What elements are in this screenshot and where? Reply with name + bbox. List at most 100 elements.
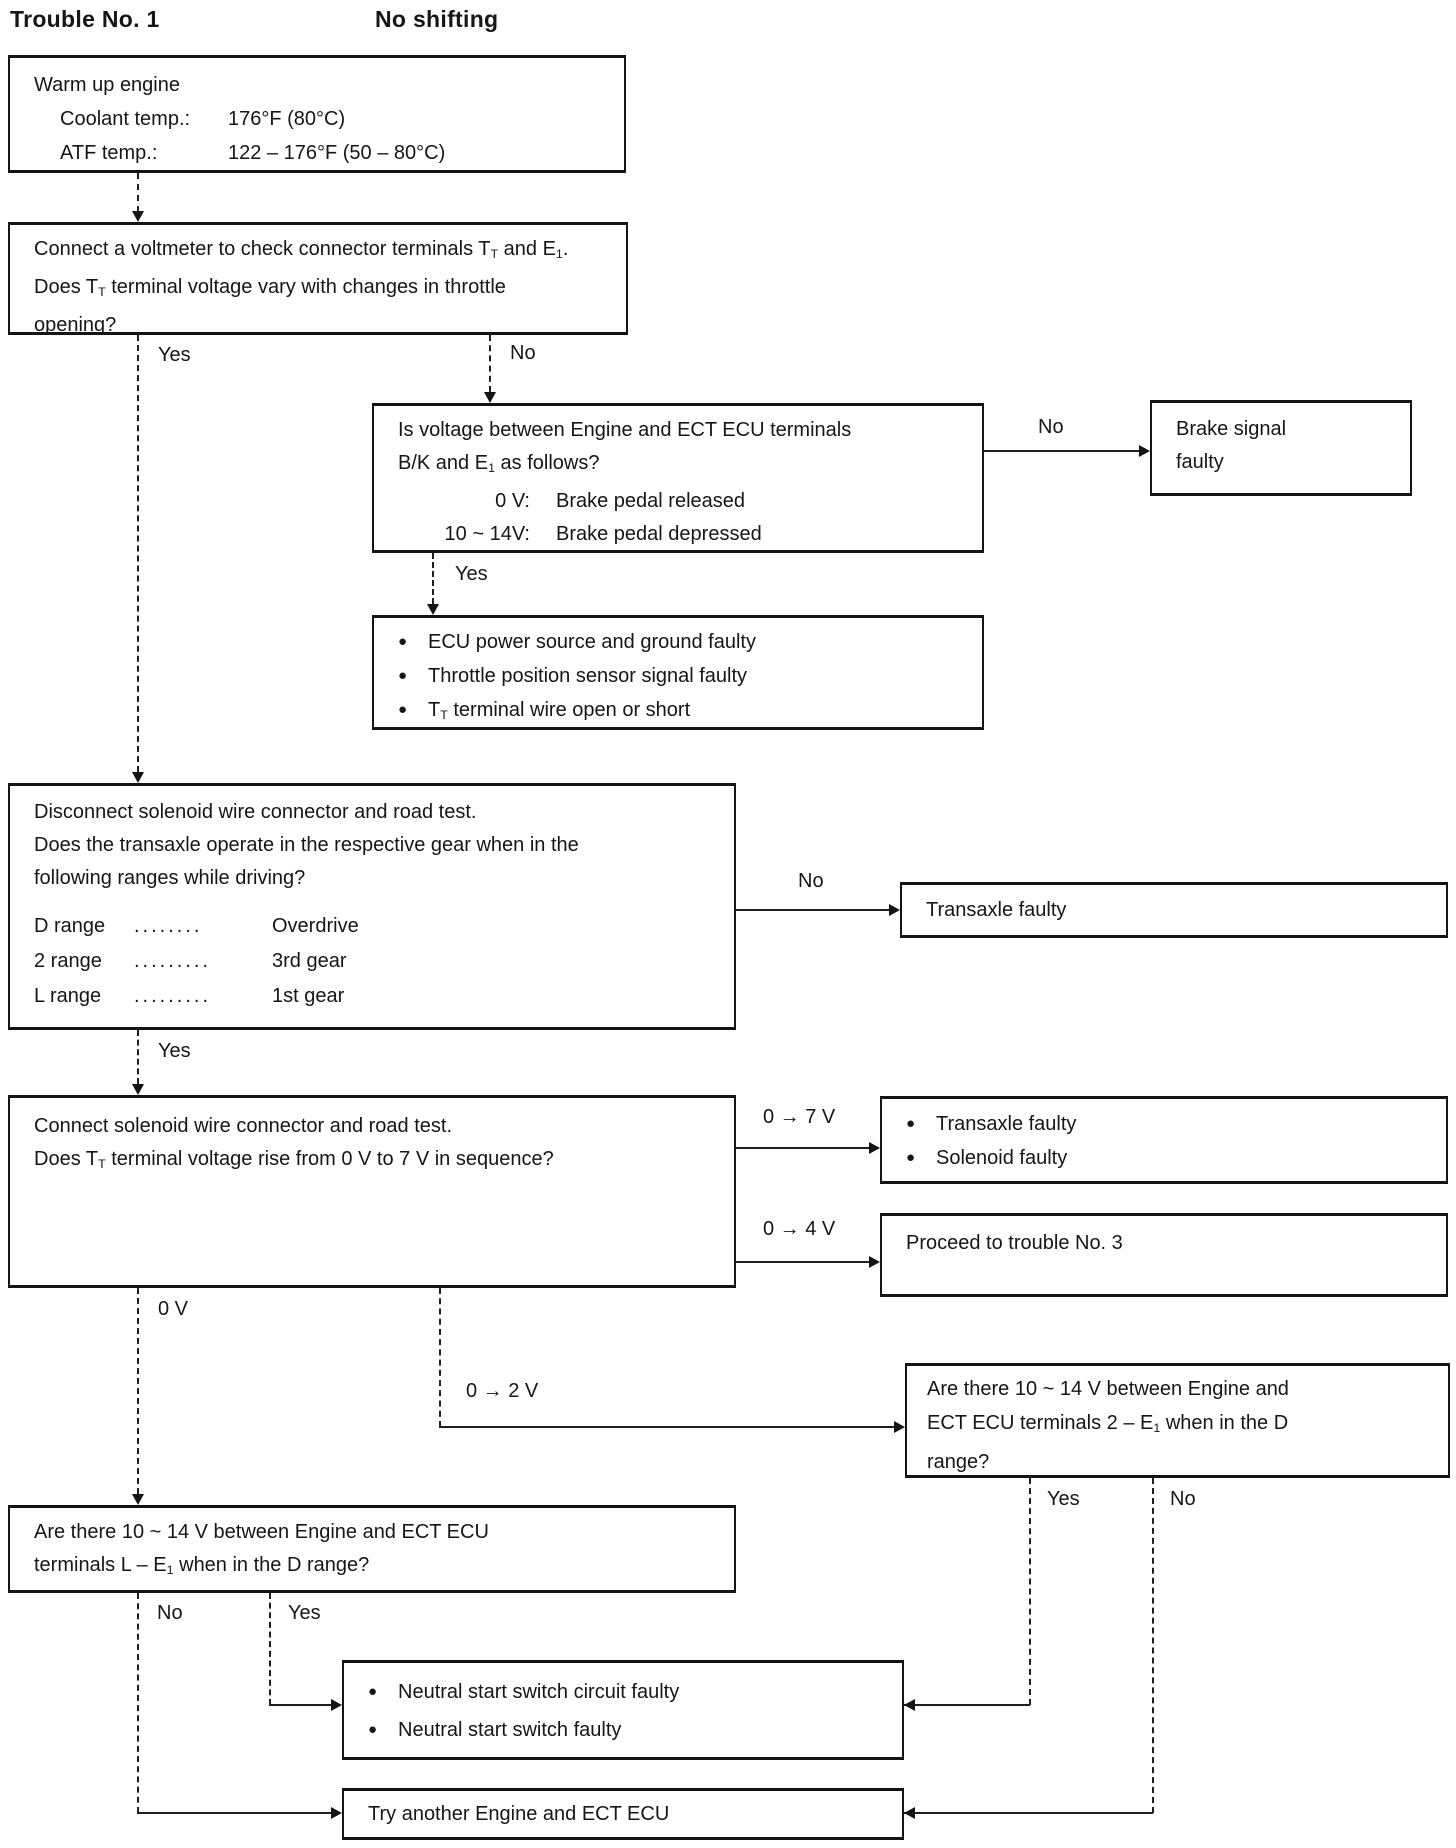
edge-label-disconnect-yes: Yes bbox=[158, 1040, 191, 1062]
node-text-line: Try another Engine and ECT ECU bbox=[368, 1803, 670, 1825]
node-text-line: Transaxle faulty bbox=[926, 899, 1067, 921]
range-label: L range bbox=[34, 985, 102, 1007]
connector-connect-0-2v-vertical bbox=[439, 1288, 441, 1427]
spacer bbox=[34, 895, 710, 909]
connector-disconnect-no bbox=[736, 909, 889, 911]
bullet-item: Neutral start switch faulty bbox=[368, 1711, 878, 1749]
arrowhead-right bbox=[894, 1421, 905, 1433]
node-text-line: Does TT terminal voltage rise from 0 V t… bbox=[34, 1148, 554, 1172]
node-text-line: Warm up engine bbox=[34, 74, 180, 96]
flow-node-brake-signal-faulty: Brake signal faulty bbox=[1150, 400, 1412, 496]
connector-le1-no-vertical bbox=[137, 1593, 139, 1813]
node-text-line: ECT ECU terminals 2 – E1 when in the D bbox=[927, 1412, 1289, 1436]
node-text-line: Proceed to trouble No. 3 bbox=[906, 1232, 1123, 1254]
case-label: 10 ~ 14V: bbox=[444, 523, 530, 546]
node-text-line: Brake signal bbox=[1176, 418, 1287, 440]
param-row: Coolant temp.: 176°F (80°C) bbox=[34, 102, 600, 136]
arrowhead-right bbox=[331, 1699, 342, 1711]
connector-le1-no-horizontal bbox=[137, 1812, 331, 1814]
arrowhead-left bbox=[904, 1699, 915, 1711]
arrowhead-down bbox=[132, 211, 144, 222]
edge-label-0-2v: 0 → 2 V bbox=[466, 1380, 539, 1402]
flow-node-transaxle-solenoid-faulty: Transaxle faulty Solenoid faulty bbox=[880, 1096, 1448, 1184]
node-text-line: faulty bbox=[1176, 451, 1224, 473]
flow-node-neutral-start-switch: Neutral start switch circuit faulty Neut… bbox=[342, 1660, 904, 1760]
bullet-item: Solenoid faulty bbox=[906, 1141, 1422, 1175]
flow-node-road-test-connected: Connect solenoid wire connector and road… bbox=[8, 1095, 736, 1288]
node-text-line: Does TT terminal voltage vary with chang… bbox=[34, 276, 506, 300]
range-dots: ........ bbox=[134, 915, 203, 937]
range-value: 1st gear bbox=[272, 985, 345, 1007]
edge-label-disconnect-no: No bbox=[798, 870, 824, 892]
param-row: ATF temp.: 122 – 176°F (50 – 80°C) bbox=[34, 136, 600, 170]
edge-label-0v: 0 V bbox=[158, 1298, 189, 1320]
node-text-line: Is voltage between Engine and ECT ECU te… bbox=[398, 419, 852, 441]
range-row: 2 range ......... 3rd gear bbox=[34, 944, 710, 979]
arrowhead-right bbox=[869, 1256, 880, 1268]
bullet-item: Throttle position sensor signal faulty bbox=[398, 659, 958, 693]
param-label: ATF temp.: bbox=[60, 142, 158, 164]
node-text-line: following ranges while driving? bbox=[34, 867, 306, 889]
range-row: D range ........ Overdrive bbox=[34, 909, 710, 944]
arrowhead-down bbox=[132, 1084, 144, 1095]
page-title-trouble-number: Trouble No. 1 bbox=[10, 6, 160, 32]
node-text-line: range? bbox=[927, 1451, 990, 1474]
arrowhead-right bbox=[869, 1142, 880, 1154]
page-title-symptom: No shifting bbox=[375, 6, 499, 32]
node-text-line: Are there 10 ~ 14 V between Engine and E… bbox=[34, 1521, 489, 1543]
edge-label-2e1-no: No bbox=[1170, 1488, 1196, 1510]
arrowhead-down bbox=[132, 772, 144, 783]
connector-connect-0-7v bbox=[736, 1147, 869, 1149]
flow-node-check-2-e1: Are there 10 ~ 14 V between Engine and E… bbox=[905, 1363, 1450, 1478]
node-text-line: Are there 10 ~ 14 V between Engine and bbox=[927, 1378, 1289, 1400]
node-text-line: B/K and E1 as follows? bbox=[398, 452, 600, 476]
case-row: 10 ~ 14V: Brake pedal depressed bbox=[398, 518, 958, 551]
range-row: L range ......... 1st gear bbox=[34, 979, 710, 1014]
connector-2e1-yes-horizontal bbox=[904, 1704, 1030, 1706]
range-label: 2 range bbox=[34, 950, 102, 972]
flow-node-road-test-disconnected: Disconnect solenoid wire connector and r… bbox=[8, 783, 736, 1030]
connector-disconnect-yes bbox=[137, 1030, 139, 1084]
flow-node-brake-voltage-check: Is voltage between Engine and ECT ECU te… bbox=[372, 403, 984, 553]
arrowhead-left bbox=[904, 1807, 915, 1819]
connector-connect-0-4v bbox=[736, 1261, 869, 1263]
connector-le1-yes-vertical bbox=[269, 1593, 271, 1705]
connector-warmup-to-voltmeter bbox=[137, 173, 139, 212]
connector-2e1-no-horizontal bbox=[904, 1812, 1153, 1814]
flow-node-proceed-trouble-3: Proceed to trouble No. 3 bbox=[880, 1213, 1448, 1297]
arrowhead-down bbox=[484, 392, 496, 403]
arrowhead-right bbox=[889, 904, 900, 916]
flow-node-warm-up-engine: Warm up engine Coolant temp.: 176°F (80°… bbox=[8, 55, 626, 173]
connector-2e1-yes-vertical bbox=[1029, 1478, 1031, 1705]
connector-voltmeter-yes bbox=[137, 335, 139, 772]
flow-node-transaxle-faulty: Transaxle faulty bbox=[900, 882, 1448, 938]
param-label: Coolant temp.: bbox=[60, 108, 191, 130]
node-text-line: Disconnect solenoid wire connector and r… bbox=[34, 801, 477, 823]
connector-connect-0-2v-horizontal bbox=[439, 1426, 894, 1428]
case-label: 0 V: bbox=[495, 490, 530, 513]
node-text-line: Connect solenoid wire connector and road… bbox=[34, 1115, 453, 1137]
edge-label-le1-no: No bbox=[157, 1602, 183, 1624]
node-text-line: Connect a voltmeter to check connector t… bbox=[34, 238, 569, 262]
node-text-line: Does the transaxle operate in the respec… bbox=[34, 834, 579, 856]
range-value: 3rd gear bbox=[272, 950, 347, 972]
bullet-item: ECU power source and ground faulty bbox=[398, 625, 958, 659]
node-text-line: opening? bbox=[34, 314, 117, 337]
edge-label-voltmeter-yes: Yes bbox=[158, 344, 191, 366]
param-value: 122 – 176°F (50 – 80°C) bbox=[228, 142, 446, 164]
connector-connect-0v bbox=[137, 1288, 139, 1494]
connector-voltmeter-no bbox=[489, 335, 491, 392]
range-value: Overdrive bbox=[272, 915, 359, 937]
node-text-line: terminals L – E1 when in the D range? bbox=[34, 1554, 370, 1578]
edge-label-le1-yes: Yes bbox=[288, 1602, 321, 1624]
case-value: Brake pedal released bbox=[556, 490, 746, 513]
edge-label-0-4v: 0 → 4 V bbox=[763, 1218, 836, 1240]
range-dots: ......... bbox=[134, 985, 212, 1007]
flow-node-ecu-faults: ECU power source and ground faulty Throt… bbox=[372, 615, 984, 730]
flow-node-check-l-e1: Are there 10 ~ 14 V between Engine and E… bbox=[8, 1505, 736, 1593]
case-value: Brake pedal depressed bbox=[556, 523, 762, 546]
edge-label-2e1-yes: Yes bbox=[1047, 1488, 1080, 1510]
range-dots: ......... bbox=[134, 950, 212, 972]
edge-label-brakecheck-yes: Yes bbox=[455, 563, 488, 585]
